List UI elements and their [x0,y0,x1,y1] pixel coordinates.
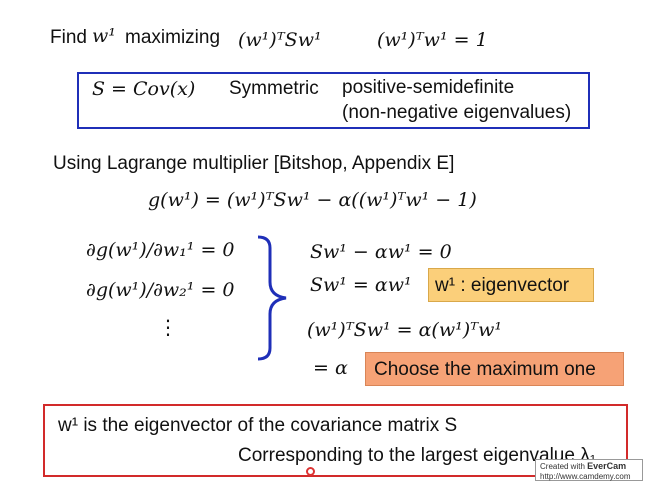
derivative-1: ∂g(w¹)/∂w₁¹ = 0 [86,239,235,261]
result-2: Sw¹ = αw¹ [310,274,412,296]
watermark-brand: EverCam [587,461,627,471]
choose-highlight: Choose the maximum one [365,352,624,386]
result-1: Sw¹ − αw¹ = 0 [310,241,452,263]
constraint-expression: (w¹)ᵀw¹ = 1 [377,29,488,51]
maximizing-label: maximizing [125,27,221,48]
eigenvector-highlight: w¹ : eigenvector [428,268,594,302]
psd-label: positive-semidefinite [342,77,515,98]
lagrange-heading: Using Lagrange multiplier [Bitshop, Appe… [53,153,455,174]
definition-box [77,72,590,129]
result-4: = α [313,357,348,379]
conclusion-box [43,404,628,477]
eigenvalue-note: (non-negative eigenvalues) [342,102,572,123]
s-definition: S = Cov(x) [92,78,196,100]
w1-symbol: w¹ [92,25,116,47]
choose-tag: Choose the maximum one [374,359,596,380]
watermark-url: http://www.camdemy.com [540,472,631,481]
derivative-2: ∂g(w¹)/∂w₂¹ = 0 [86,279,235,301]
find-label: Find [50,27,87,48]
conclusion-line-1: w¹ is the eigenvector of the covariance … [58,415,458,436]
watermark-created: Created with [540,462,585,471]
result-3: (w¹)ᵀSw¹ = α(w¹)ᵀw¹ [307,319,502,341]
evercam-watermark: Created with EverCam http://www.camdemy.… [535,459,643,481]
cursor-indicator [306,467,315,476]
eigenvector-tag: w¹ : eigenvector [435,275,570,296]
conclusion-line-2: Corresponding to the largest eigenvalue … [238,445,597,466]
vertical-dots: ⋮ [158,317,178,339]
g-definition: g(w¹) = (w¹)ᵀSw¹ − α((w¹)ᵀw¹ − 1) [148,189,477,211]
objective-expression: (w¹)ᵀSw¹ [238,29,322,51]
right-brace-icon [257,235,287,361]
symmetric-label: Symmetric [229,78,319,99]
